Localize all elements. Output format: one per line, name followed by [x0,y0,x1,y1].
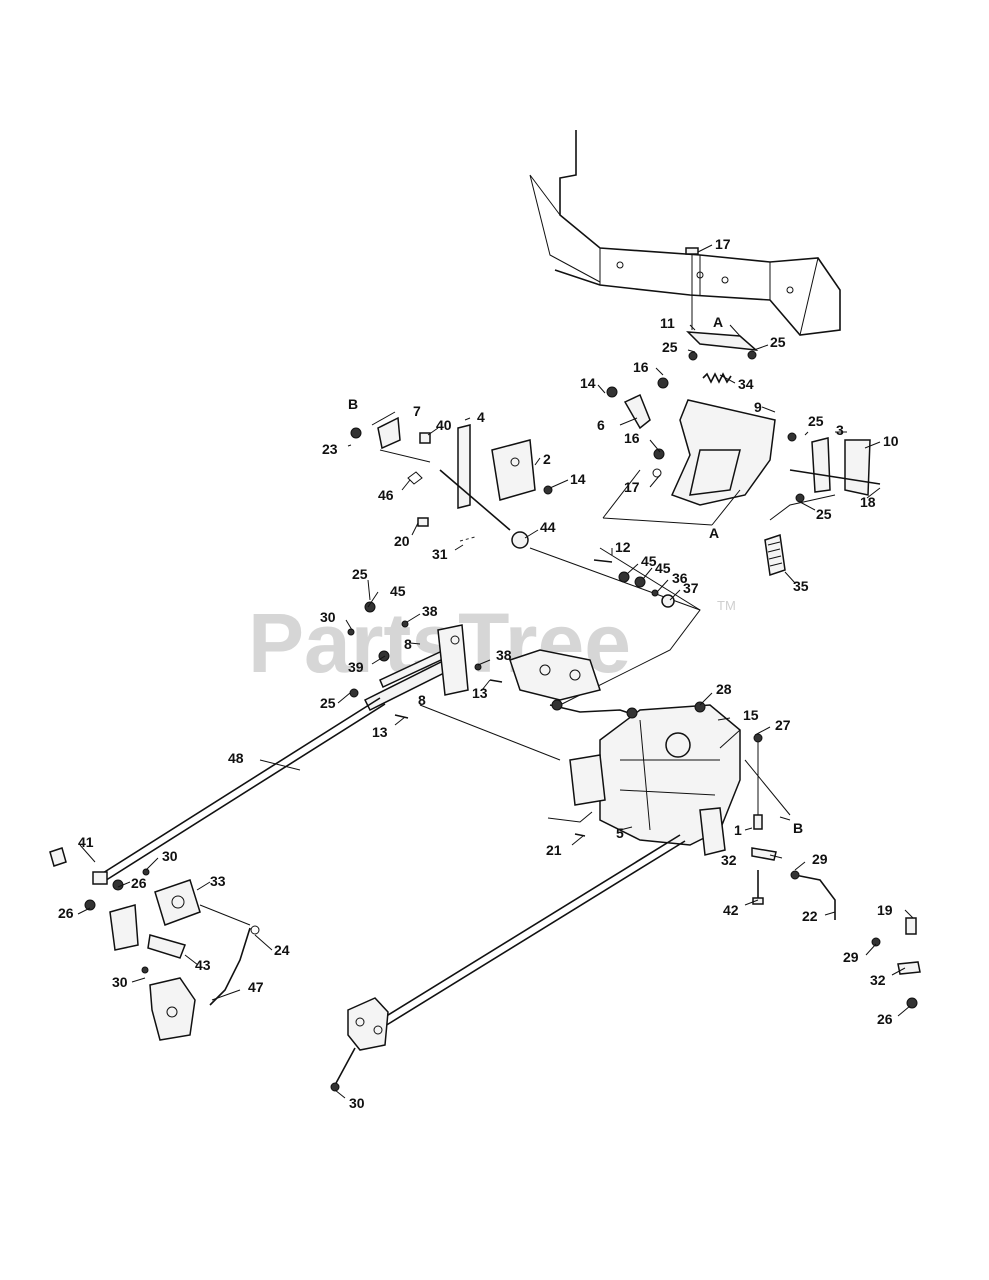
callout-21: 21 [546,842,562,858]
callout-2: 2 [543,451,551,467]
callout-25: 25 [770,334,786,350]
bolt-stack-right [744,733,791,905]
callout-22: 22 [802,908,818,924]
callout-31: 31 [432,546,448,562]
callout-b: B [793,820,803,836]
callout-43: 43 [195,957,211,973]
lever-4 [379,424,701,611]
callout-17: 17 [624,479,640,495]
callout-37: 37 [683,580,699,596]
callout-7: 7 [413,403,421,419]
callout-38: 38 [496,647,512,663]
callout-29: 29 [812,851,828,867]
callout-28: 28 [716,681,732,697]
callout-26: 26 [131,875,147,891]
callout-a: A [709,525,719,541]
callout-25: 25 [662,339,678,355]
callout-16: 16 [633,359,649,375]
callout-45: 45 [641,553,657,569]
callout-23: 23 [322,441,338,457]
callout-32: 32 [870,972,886,988]
callout-24: 24 [274,942,290,958]
callout-13: 13 [472,685,488,701]
callout-14: 14 [580,375,596,391]
link-arms-8 [347,601,503,719]
bracket-33 [84,868,260,1041]
callout-10: 10 [883,433,899,449]
watermark-trademark: TM [717,598,736,613]
callout-3: 3 [836,422,844,438]
callout-45: 45 [390,583,406,599]
callout-labels: 17 11 A 25 25 34 16 14 9 6 16 17 A 25 3 … [58,236,899,1111]
frame-rail [529,130,841,336]
callout-34: 34 [738,376,754,392]
callout-45: 45 [655,560,671,576]
bracket-7 [350,416,431,450]
callout-30: 30 [162,848,178,864]
callout-36: 36 [672,570,688,586]
transmission-5 [419,699,741,856]
callout-b: B [348,396,358,412]
callout-19: 19 [877,902,893,918]
callout-26: 26 [58,905,74,921]
callout-11: 11 [660,315,675,331]
callout-40: 40 [436,417,452,433]
callout-47: 47 [248,979,264,995]
callout-41: 41 [78,834,94,850]
callout-25: 25 [352,566,368,582]
callout-8: 8 [404,636,412,652]
leader-lines [77,244,914,1099]
bracket-11 [685,247,759,361]
callout-16: 16 [624,430,640,446]
callout-1: 1 [734,822,742,838]
callout-25: 25 [320,695,336,711]
hardware-12-45-36-37 [593,559,675,608]
mount-plate [509,649,601,701]
callout-8: 8 [418,692,426,708]
pedal-35 [764,534,786,576]
callout-6: 6 [597,417,605,433]
callout-44: 44 [540,519,556,535]
callout-a: A [713,314,723,330]
callout-20: 20 [394,533,410,549]
bracket-9 [652,377,776,506]
rod-48 [49,697,386,885]
linkage-3-10 [769,432,881,521]
callout-25: 25 [816,506,832,522]
spring-34 [702,372,732,384]
rod-lower [330,834,686,1092]
callout-26: 26 [877,1011,893,1027]
callout-30: 30 [112,974,128,990]
callout-32: 32 [721,852,737,868]
callout-30: 30 [349,1095,365,1111]
callout-25: 25 [808,413,824,429]
callout-9: 9 [754,399,762,415]
callout-30: 30 [320,609,336,625]
rod-22 [790,870,921,1009]
callout-27: 27 [775,717,791,733]
callout-18: 18 [860,494,876,510]
callout-39: 39 [348,659,364,675]
callout-5: 5 [616,825,624,841]
callout-15: 15 [743,707,759,723]
bracket-6 [606,386,651,430]
callout-35: 35 [793,578,809,594]
callout-46: 46 [378,487,394,503]
callout-29: 29 [843,949,859,965]
callout-4: 4 [477,409,485,425]
callout-13: 13 [372,724,388,740]
callout-12: 12 [615,539,631,555]
callout-48: 48 [228,750,244,766]
callout-42: 42 [723,902,739,918]
callout-17: 17 [715,236,731,252]
callout-33: 33 [210,873,226,889]
callout-38: 38 [422,603,438,619]
callout-14: 14 [570,471,586,487]
